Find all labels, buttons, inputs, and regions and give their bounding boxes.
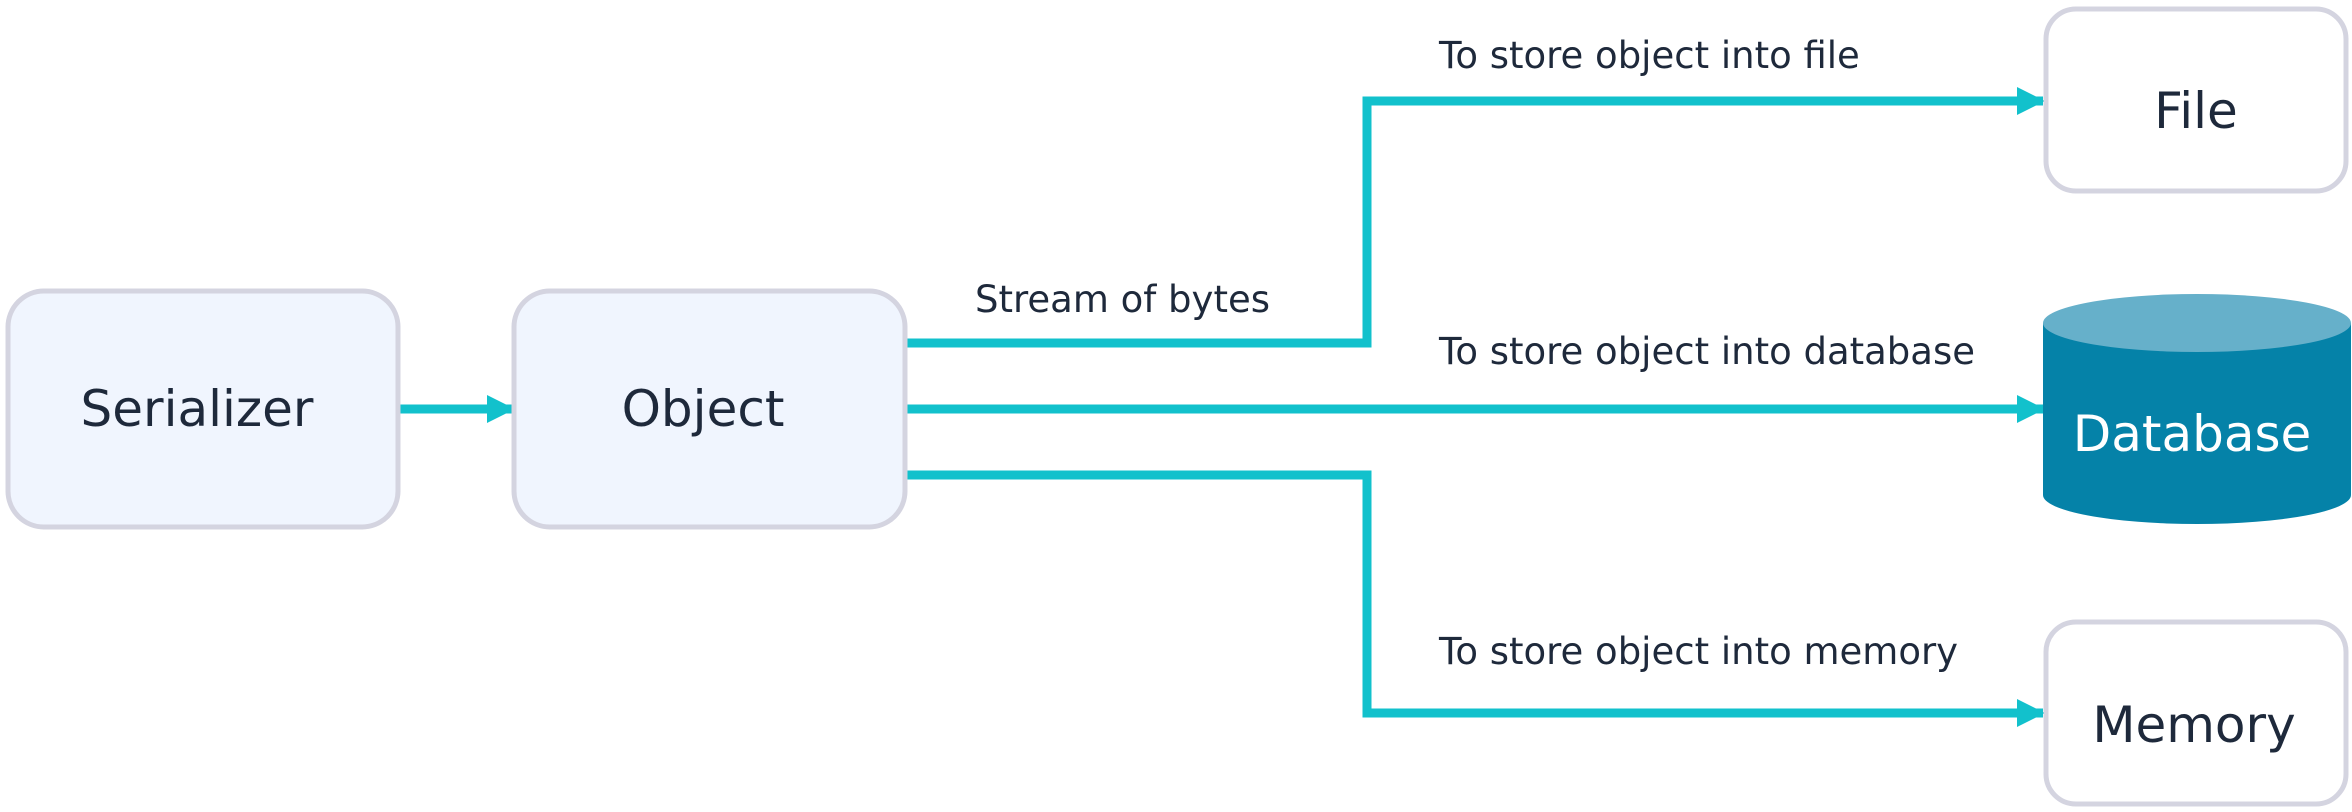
memory-label: Memory bbox=[2092, 696, 2295, 754]
object-node: Object bbox=[511, 288, 908, 530]
database-cylinder-body bbox=[2043, 323, 2351, 524]
memory-box bbox=[2043, 619, 2349, 807]
to-file-label: To store object into file bbox=[1438, 34, 1860, 77]
serializer-label: Serializer bbox=[81, 380, 314, 438]
object-to-memory-arrow bbox=[905, 470, 2045, 727]
to-database-label: To store object into database bbox=[1438, 330, 1975, 373]
file-node: File bbox=[2043, 6, 2349, 194]
memory-node: Memory bbox=[2043, 619, 2349, 807]
file-label: File bbox=[2154, 82, 2238, 140]
connectors bbox=[398, 87, 2045, 727]
database-label: Database bbox=[2073, 405, 2312, 463]
stream-of-bytes-label: Stream of bytes bbox=[975, 278, 1270, 321]
database-cylinder-top bbox=[2043, 294, 2351, 352]
serializer-node: Serializer bbox=[5, 288, 401, 530]
object-box bbox=[511, 288, 908, 530]
to-memory-label: To store object into memory bbox=[1438, 630, 1958, 673]
serializer-box bbox=[5, 288, 401, 530]
file-box bbox=[2043, 6, 2349, 194]
object-label: Object bbox=[622, 380, 785, 438]
object-to-file-arrow bbox=[905, 87, 2045, 348]
database-node: Database bbox=[2043, 294, 2351, 524]
